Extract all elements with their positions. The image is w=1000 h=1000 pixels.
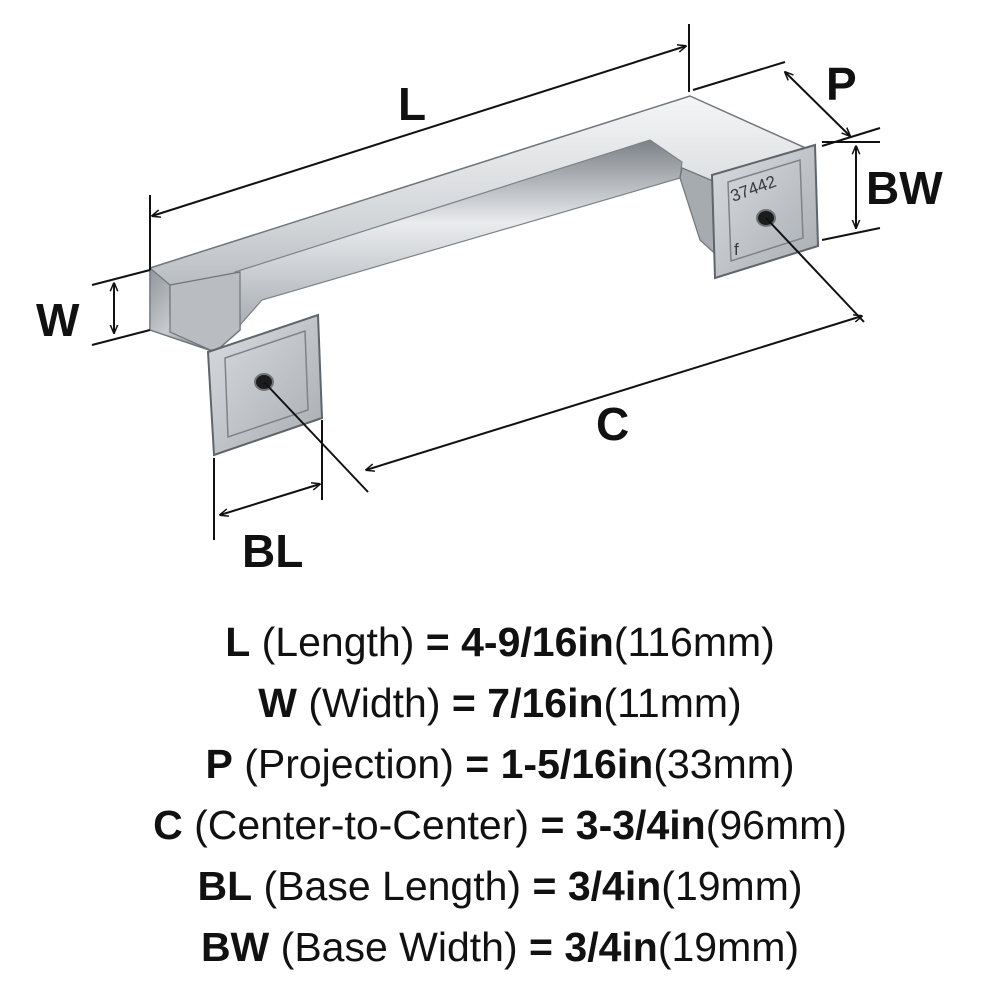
- spec-row-length: L (Length) = 4-9/16in(116mm): [0, 612, 1000, 673]
- spec-row-center-to-center: C (Center-to-Center) = 3-3/4in(96mm): [0, 795, 1000, 856]
- spec-equals: =: [529, 924, 553, 970]
- spec-metric-value: (19mm): [661, 863, 803, 909]
- spec-imperial-value: 3/4in: [564, 924, 658, 970]
- spec-imperial-value: 7/16in: [487, 680, 604, 726]
- spec-equals: =: [540, 802, 565, 848]
- projection-dimension-line: [785, 72, 850, 136]
- spec-row-width: W (Width) = 7/16in(11mm): [0, 673, 1000, 734]
- spec-imperial-value: 3/4in: [567, 863, 662, 909]
- handle-body: [149, 95, 812, 353]
- spec-name: (Center-to-Center): [194, 802, 530, 848]
- specifications-list: L (Length) = 4-9/16in(116mm) W (Width) =…: [0, 612, 1000, 978]
- spec-metric-value: (116mm): [613, 619, 775, 665]
- spec-imperial-value: 4-9/16in: [461, 619, 614, 665]
- spec-row-base-length: BL (Base Length) = 3/4in(19mm): [0, 856, 1000, 917]
- spec-symbol: C: [153, 802, 183, 848]
- spec-equals: =: [451, 680, 476, 726]
- spec-symbol: P: [205, 741, 233, 787]
- width-label: W: [36, 294, 80, 346]
- spec-equals: =: [532, 863, 557, 909]
- screw-center-lines: [263, 217, 865, 493]
- center-to-center-label: C: [596, 398, 629, 450]
- spec-symbol: L: [225, 619, 251, 665]
- base-length-label: BL: [242, 525, 303, 577]
- center-to-center-dimension-line: [366, 316, 862, 470]
- spec-metric-value: (33mm): [653, 741, 795, 787]
- spec-name: (Base Length): [263, 863, 522, 909]
- spec-imperial-value: 1-5/16in: [500, 741, 654, 787]
- stamp-mark: f: [734, 240, 739, 259]
- length-dimension-line: [152, 46, 686, 216]
- pull-handle-diagram: 37442 f L W P BW C BL: [36, 24, 943, 577]
- spec-symbol: BL: [197, 863, 253, 909]
- base-length-dimension-line: [220, 484, 320, 515]
- base-width-label: BW: [866, 162, 943, 214]
- spec-equals: =: [465, 741, 490, 787]
- spec-metric-value: (96mm): [705, 802, 847, 848]
- spec-name: (Length): [261, 619, 415, 665]
- spec-name: (Base Width): [280, 924, 518, 970]
- spec-equals: =: [425, 619, 450, 665]
- spec-metric-value: (19mm): [657, 924, 800, 970]
- spec-name: (Width): [308, 680, 441, 726]
- spec-symbol: BW: [200, 924, 270, 970]
- spec-row-base-width: BW (Base Width) = 3/4in(19mm): [0, 917, 1000, 978]
- dimension-lines: [91, 24, 881, 540]
- projection-label: P: [826, 58, 857, 110]
- spec-row-projection: P (Projection) = 1-5/16in(33mm): [0, 734, 1000, 795]
- spec-name: (Projection): [244, 741, 454, 787]
- handle-left-leg: [169, 271, 241, 353]
- spec-metric-value: (11mm): [603, 680, 742, 726]
- spec-symbol: W: [258, 680, 297, 726]
- spec-imperial-value: 3-3/4in: [575, 802, 706, 848]
- left-center-line: [263, 381, 369, 493]
- length-label: L: [398, 78, 426, 130]
- right-center-line: [765, 217, 865, 323]
